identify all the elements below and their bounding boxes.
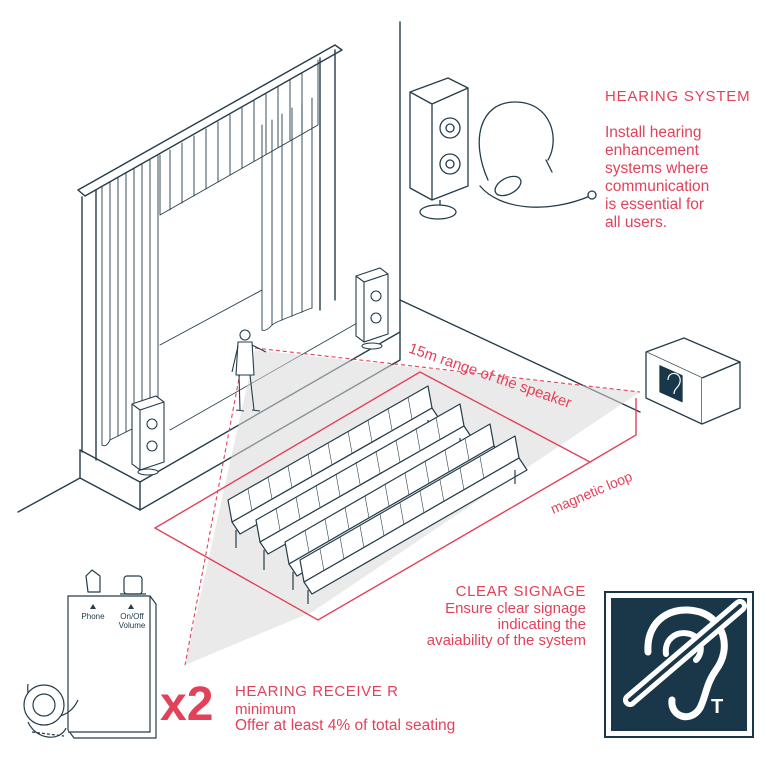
seat-row-2 [255, 403, 473, 570]
curtain-right [261, 97, 313, 331]
headset-microphone-icon [478, 101, 597, 208]
curtain-left [101, 155, 159, 447]
hearing-receiver-seating-note: Offer at least 4% of total seating [235, 717, 456, 734]
clear-signage-description: Ensure clear signage indicating the avai… [426, 600, 586, 649]
floor-left-edge [17, 477, 81, 513]
hearing-receiver-minimum: minimum [235, 701, 296, 718]
hearing-receiver-title: HEARING RECEIVE R [235, 683, 399, 700]
stage-speaker-left [131, 395, 165, 476]
hearing-system-description: Install hearing enhancement systems wher… [605, 124, 710, 231]
amplifier-loop-symbol [667, 372, 681, 395]
clear-signage-title: CLEAR SIGNAGE [455, 583, 586, 600]
hearing-system-title: HEARING SYSTEM [605, 88, 751, 105]
curtain-frame [77, 44, 343, 461]
backdrop-floor-line [159, 289, 263, 346]
hearing-loop-sign-icon [604, 591, 754, 738]
receiver-warning-icons [90, 604, 134, 609]
receiver-phone-label: Phone [81, 612, 105, 621]
amplifier-box-icon [645, 337, 741, 425]
magnetic-loop-wire [589, 398, 637, 463]
hearing-receiver-icon [23, 569, 157, 739]
speaker-icon [409, 77, 469, 220]
receiver-multiplier: x2 [160, 678, 214, 731]
sign-t-letter: T [711, 696, 724, 718]
curtain-top [159, 59, 319, 216]
seat-row-4 [299, 435, 528, 604]
range-line-right [254, 347, 641, 393]
presenter-figure [231, 329, 267, 412]
stage-speaker-right [355, 267, 389, 350]
receiver-volume-label: On/Off Volume [118, 612, 146, 630]
